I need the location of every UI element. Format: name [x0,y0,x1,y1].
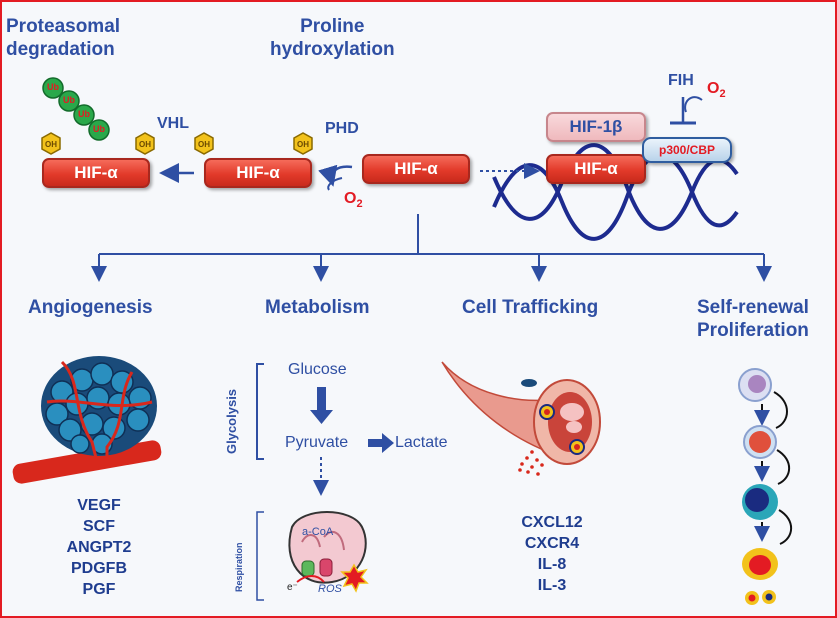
title-proline-line1: Proline [300,16,365,37]
oh-label-3: OH [198,140,210,149]
glycolysis-label: Glycolysis [224,388,239,454]
glucose-to-pyruvate-arrow [310,387,333,424]
title-self-renewal-line1: Self-renewal [697,297,809,318]
title-proteasomal-line2: degradation [6,39,115,60]
gene-scf: SCF [83,518,115,535]
pyruvate-label: Pyruvate [285,434,349,451]
gene-cxcr4: CXCR4 [524,535,580,552]
ros-label: ROS [318,583,342,595]
glycolysis-bracket [256,363,264,460]
title-proteasomal: Proteasomal degradation [6,15,120,61]
angiogenesis-gene-list: VEGF SCF ANGPT2 PDGFB PGF [49,495,149,600]
ub-label-1: Ub [47,82,59,92]
title-metabolism: Metabolism [265,297,370,318]
title-proline-line2: hydroxylation [270,39,395,60]
ubiquitin-chain [42,77,110,141]
gene-pgf: PGF [82,581,116,598]
respiration-label: Respiration [234,542,244,592]
hif-alpha-degraded: HIF-α [42,158,150,188]
fih-o2-arrow [684,96,703,113]
gene-pdgfb: PDGFB [71,560,127,577]
respiration-bracket [256,511,264,601]
lactate-label: Lactate [395,434,448,451]
o2-reaction-arrow [327,177,343,191]
title-proline: Proline hydroxylation [270,15,395,61]
dna-helix [492,143,739,241]
acoa-label: a-CoA [302,526,334,538]
gene-il8: IL-8 [537,556,567,573]
oh-label-4: OH [297,140,309,149]
title-angiogenesis: Angiogenesis [28,297,153,318]
hif-alpha-hydroxylated: HIF-α [204,158,312,188]
oh-label-2: OH [139,140,151,149]
title-self-renewal-line2: Proliferation [697,320,809,341]
ub-label-4: Ub [93,124,105,134]
ub-label-3: Ub [78,109,90,119]
gene-angpt2: ANGPT2 [66,539,132,556]
p300-cbp: p300/CBP [642,137,732,163]
hif-alpha-nuclear: HIF-α [546,154,646,184]
hif-1-beta: HIF-1β [546,112,646,142]
title-proteasomal-line1: Proteasomal [6,16,121,37]
fih-label: FIH [668,72,694,89]
title-cell-trafficking: Cell Trafficking [462,297,599,318]
trafficking-gene-list: CXCL12 CXCR4 IL-8 IL-3 [502,512,602,596]
o2-label-fih: O2 [707,80,726,101]
title-self-renewal: Self-renewal Proliferation [697,296,809,342]
ub-label-2: Ub [63,95,75,105]
blood-vessel-illustration [441,361,601,476]
gene-il3: IL-3 [537,577,567,594]
mitochondrion [288,511,369,593]
oh-hexagons [41,132,313,155]
self-renewal-cells [738,368,793,605]
glucose-label: Glucose [288,361,347,378]
gene-vegf: VEGF [77,497,121,514]
hif-alpha-stable: HIF-α [362,154,470,184]
vhl-label: VHL [157,115,189,132]
gene-cxcl12: CXCL12 [521,514,583,531]
tumor-illustration [12,356,162,484]
oh-label-1: OH [45,140,57,149]
pyruvate-to-lactate-arrow [368,433,394,453]
phd-reaction-arrow [318,164,353,187]
phd-label: PHD [325,120,359,137]
electron-label: e⁻ [287,582,298,593]
o2-label-phd: O2 [344,190,363,211]
